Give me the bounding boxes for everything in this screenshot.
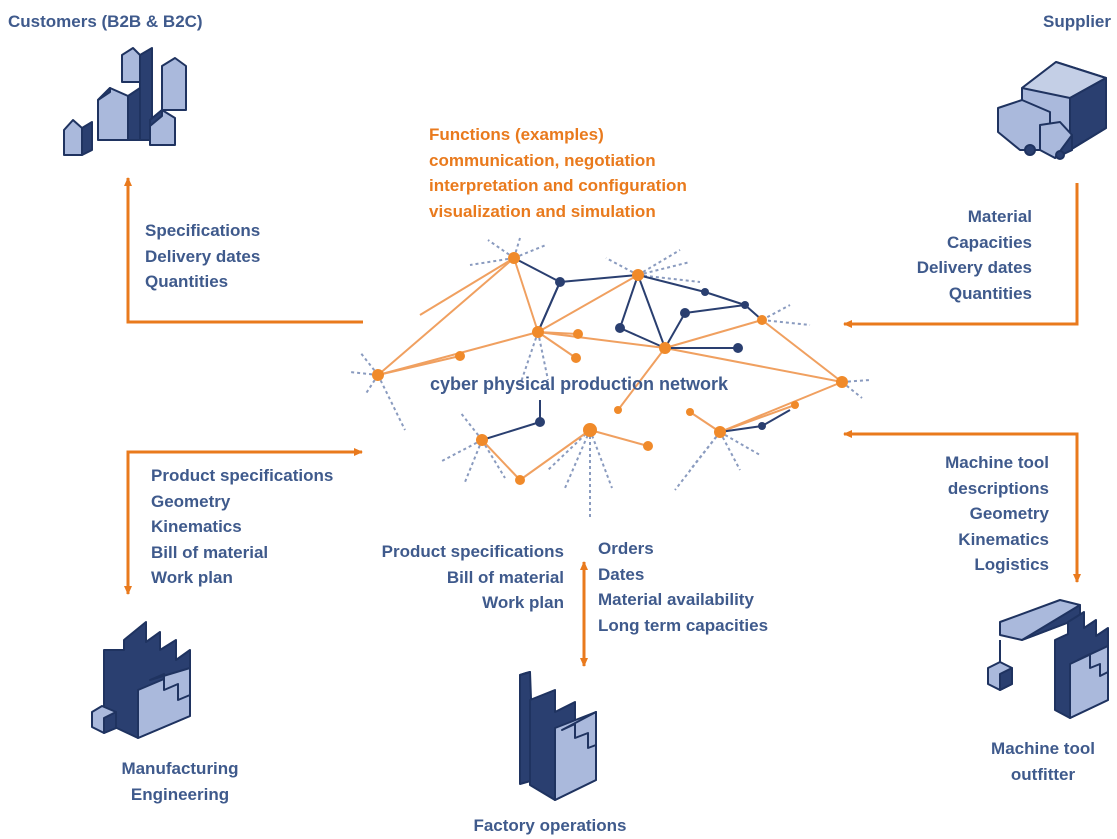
arrow-supplier — [843, 183, 1079, 328]
flow-item: Long term capacities — [598, 615, 769, 635]
flow-item: Geometry — [969, 504, 1049, 523]
flow-item: Geometry — [151, 491, 231, 511]
flow-item: Work plan — [151, 568, 233, 587]
factory-operations-label: Factory operations — [473, 816, 627, 835]
machine-tool-label: Machine tool outfitter — [968, 736, 1117, 787]
customers-flow-text: Specifications Delivery dates Quantities — [145, 218, 260, 295]
flow-item: Dates — [598, 564, 645, 584]
functions-text: Functions (examples) communication, nego… — [429, 122, 687, 224]
customers-buildings-icon — [63, 47, 187, 156]
flow-item: Delivery dates — [916, 258, 1032, 277]
flow-item: Specifications — [145, 221, 261, 240]
flow-item: Capacities — [946, 232, 1032, 252]
network-graphic — [349, 237, 871, 520]
flow-item: Kinematics — [151, 517, 242, 536]
flow-item: Bill of material — [151, 542, 269, 562]
flow-item: Delivery dates — [145, 246, 261, 266]
supplier-flow-text: Material Capacities Delivery dates Quant… — [917, 204, 1032, 306]
network-label: cyber physical production network — [430, 374, 729, 394]
manufacturing-label: Manufacturing Engineering — [70, 756, 290, 807]
manufacturing-flow-text: Product specifications Geometry Kinemati… — [151, 463, 333, 591]
flow-arrows — [124, 177, 1081, 667]
label-line: outfitter — [1010, 764, 1076, 784]
label-line: Manufacturing — [121, 759, 239, 778]
supplier-label: Supplier — [1042, 12, 1111, 31]
dashed-spokes — [349, 237, 871, 520]
factory-operations-icon — [519, 671, 597, 801]
flow-item: Material availability — [598, 590, 754, 609]
flow-item: Product specifications — [381, 542, 564, 561]
dark-nodes — [535, 277, 766, 430]
customers-label: Customers (B2B & B2C) — [8, 12, 203, 31]
flow-item: Product specifications — [151, 466, 334, 485]
flow-item: descriptions — [947, 478, 1049, 498]
flow-item: Bill of material — [446, 567, 564, 587]
machine-tool-flow-text: Machine tool descriptions Geometry Kinem… — [945, 450, 1049, 578]
functions-line: visualization and simulation — [429, 201, 656, 221]
flow-item: Logistics — [974, 555, 1049, 574]
orange-edges — [377, 257, 843, 481]
functions-line: communication, negotiation — [429, 150, 656, 170]
flow-item: Machine tool — [945, 453, 1049, 472]
dark-edges — [481, 257, 791, 441]
functions-title: Functions (examples) — [429, 125, 604, 144]
arrow-customers — [124, 177, 363, 324]
functions-line: interpretation and configuration — [429, 176, 687, 195]
flow-item: Orders — [598, 539, 654, 558]
flow-item: Quantities — [145, 272, 229, 291]
supplier-truck-icon — [997, 61, 1107, 160]
orange-nodes — [372, 252, 848, 485]
flow-item: Kinematics — [958, 529, 1049, 549]
machine-tool-icon — [987, 599, 1109, 719]
flow-item: Material — [967, 207, 1032, 226]
flow-item: Quantities — [948, 283, 1032, 303]
label-line: Machine tool — [991, 739, 1095, 758]
flow-item: Work plan — [482, 593, 564, 612]
manufacturing-factory-icon — [91, 621, 191, 739]
label-line: Engineering — [130, 784, 230, 804]
factory-left-flow-text: Product specifications Bill of material … — [382, 539, 564, 616]
factory-right-flow-text: Orders Dates Material availability Long … — [598, 536, 768, 638]
